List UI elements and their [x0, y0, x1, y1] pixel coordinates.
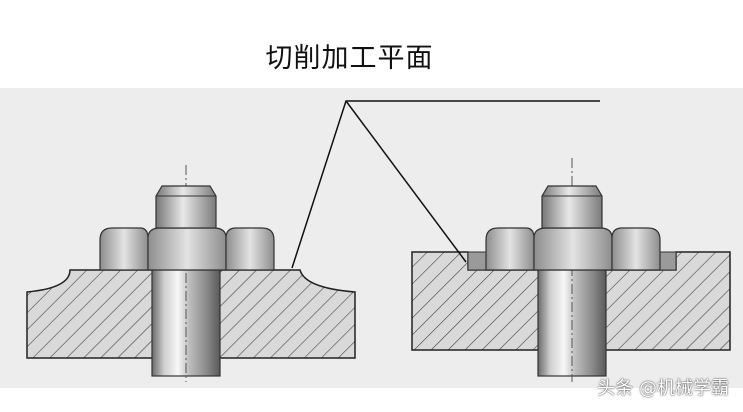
right-assembly	[411, 158, 731, 382]
watermark-text: 头条 @机械学霸	[597, 378, 729, 399]
left-bolt-end	[155, 185, 217, 229]
left-nut	[99, 227, 275, 271]
right-nut	[485, 227, 661, 271]
right-bolt-end	[541, 185, 603, 229]
leader-lines	[291, 100, 600, 269]
diagram-title: 切削加工平面	[265, 43, 434, 74]
left-assembly	[26, 165, 356, 382]
